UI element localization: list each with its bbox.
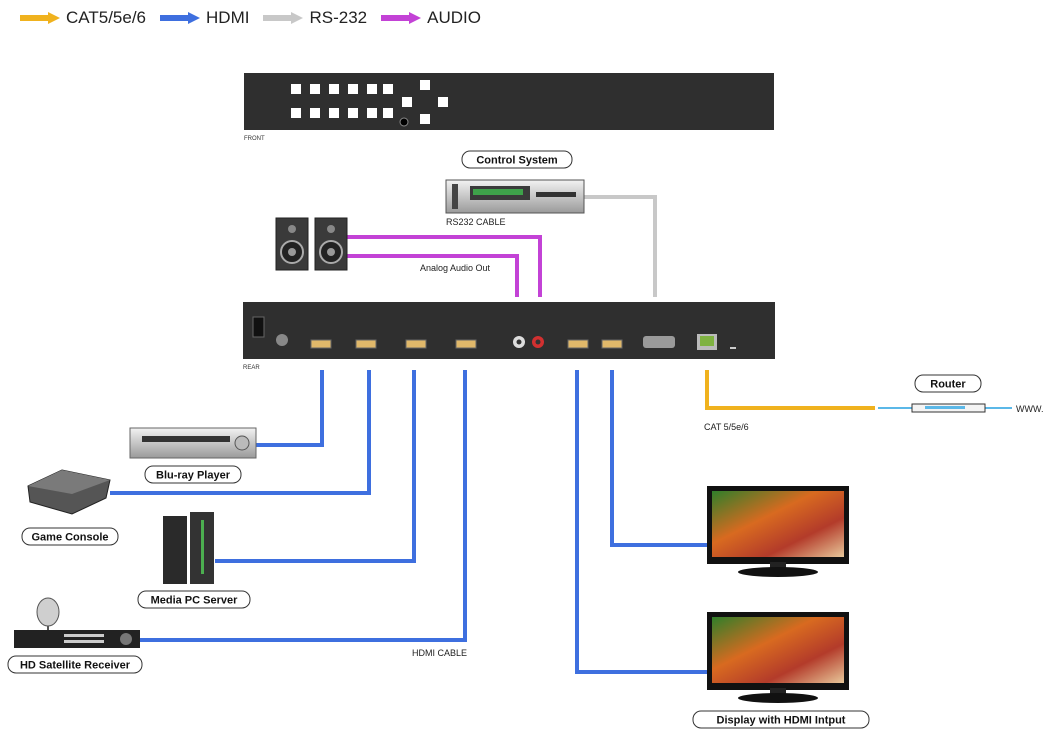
front-label: FRONT [244,136,265,142]
control-system: Control System RS232 CABLE [445,150,585,227]
legend-item-cat: CAT5/5e/6 [18,8,146,28]
matrix-front-panel: FRONT [244,73,774,142]
blue-arrow-icon [160,12,201,24]
legend-item-rs232: RS-232 [261,8,367,28]
matrix-rear-panel: REAR [243,302,775,371]
media-pc-server: Media PC Server [137,512,251,609]
cat-cable-label: CAT 5/5e/6 [704,422,749,432]
bluray-player: Blu-ray Player [129,427,257,484]
legend-label-hdmi: HDMI [206,8,250,27]
hdmi-cable-label: HDMI CABLE [412,648,467,658]
gray-arrow-icon [263,12,304,24]
display-label: Display with HDMI Intput [717,715,846,727]
audio-cable-label: Analog Audio Out [420,263,491,273]
legend-item-hdmi: HDMI [158,8,249,28]
display-top [707,486,849,577]
media-pc-label: Media PC Server [151,595,239,607]
router: Router WWW. CAT 5/5e/6 [704,374,1044,432]
legend-label-rs232: RS-232 [309,8,368,27]
legend-label-audio: AUDIO [427,8,481,27]
bluray-label: Blu-ray Player [156,470,231,482]
satellite-receiver: HD Satellite Receiver [7,597,143,674]
purple-arrow-icon [381,12,422,24]
legend-label-cat: CAT5/5e/6 [66,8,147,27]
yellow-arrow-icon [20,12,60,24]
hdmi-cables [110,370,707,674]
www-label: WWW. [1016,404,1044,414]
display-bottom: Display with HDMI Intput [692,612,870,729]
router-label: Router [930,379,966,391]
satellite-label: HD Satellite Receiver [20,660,131,672]
game-console: Game Console [21,469,119,546]
rs232-cable-label: RS232 CABLE [446,217,506,227]
legend: CAT5/5e/6 HDMI RS-232 AUDIO [18,8,481,28]
rear-label: REAR [243,365,260,371]
control-system-label: Control System [476,155,558,167]
speakers [275,217,348,271]
rs232-cable [584,195,657,297]
audio-cables [347,235,542,297]
legend-item-audio: AUDIO [379,8,481,28]
game-console-label: Game Console [31,532,108,544]
cat-cable [705,370,875,410]
